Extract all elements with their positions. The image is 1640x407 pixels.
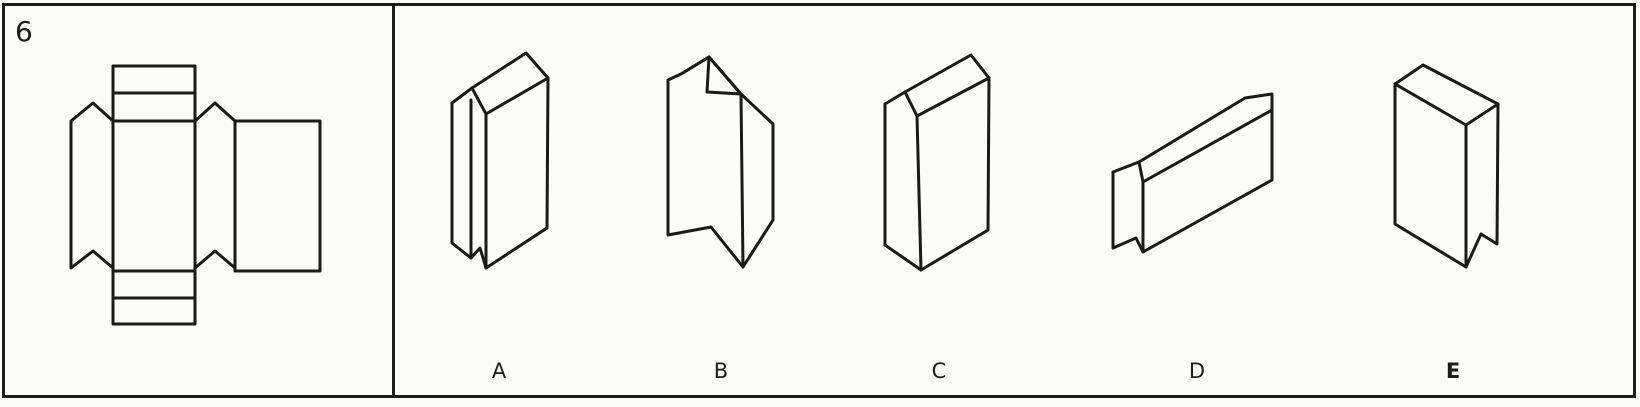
options-panel: A B C D E bbox=[392, 3, 1636, 398]
option-e-label: E bbox=[1445, 359, 1461, 383]
option-d-label: D bbox=[1188, 359, 1206, 383]
option-b-figure[interactable] bbox=[661, 52, 781, 282]
option-a-figure[interactable] bbox=[443, 48, 563, 278]
unfolded-net-figure bbox=[69, 64, 322, 326]
net-left-flap bbox=[69, 101, 115, 270]
option-d-figure[interactable] bbox=[1109, 90, 1289, 270]
question-number: 6 bbox=[15, 15, 33, 48]
net-right-panel bbox=[233, 119, 322, 273]
question-panel: 6 bbox=[2, 3, 395, 398]
option-c-figure[interactable] bbox=[879, 52, 999, 282]
net-right-flap bbox=[193, 101, 237, 270]
option-c-label: C bbox=[931, 359, 947, 383]
option-a-label: A bbox=[491, 359, 507, 383]
net-center-panel bbox=[111, 119, 197, 273]
net-bottom-end bbox=[111, 269, 197, 326]
option-b-label: B bbox=[713, 359, 729, 383]
option-e-figure[interactable] bbox=[1391, 62, 1511, 282]
